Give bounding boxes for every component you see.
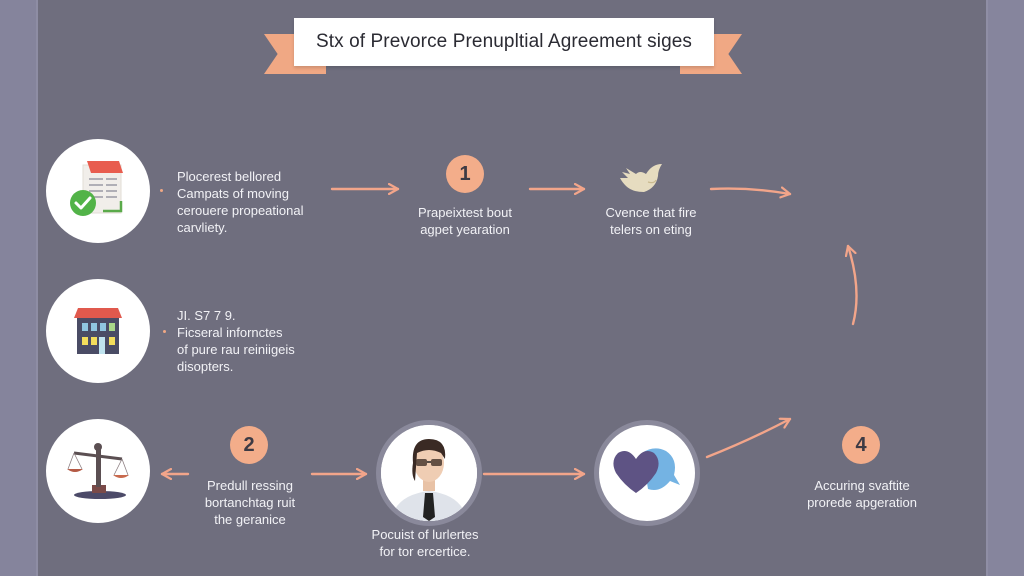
step-4-description: Accuring svaftite prorede apgeration — [792, 477, 932, 511]
scales-of-justice-icon — [67, 443, 129, 499]
text-line: agpet yearation — [420, 222, 510, 237]
text-line: Campats of moving — [177, 186, 289, 201]
text-line: Accuring svaftite — [814, 478, 910, 493]
text-line: prorede apgeration — [807, 495, 917, 510]
text-line: for tor ercertice. — [379, 544, 471, 559]
row2-description: JI. S7 7 9. Ficseral infornctes of pure … — [177, 307, 295, 375]
row1-description: Plocerest bellored Campats of moving cer… — [177, 168, 303, 236]
bullet-dot — [160, 189, 163, 192]
arrow-curve-up — [848, 244, 858, 326]
title-banner: Stx of Prevorce Prenupltial Agreement si… — [294, 18, 714, 66]
document-check-icon — [70, 161, 123, 216]
step-number: 1 — [459, 162, 471, 185]
dove-description: Cvence that fire telers on eting — [586, 204, 716, 238]
text-line: disopters. — [177, 359, 234, 374]
house-icon-circle — [46, 279, 150, 383]
step-2-description: Predull ressing bortanchtag ruit the ger… — [185, 477, 315, 528]
text-line: telers on eting — [610, 222, 692, 237]
heart-chat-icon-circle — [594, 420, 700, 526]
house-icon — [74, 308, 122, 354]
text-line: Pocuist of lurlertes — [371, 527, 479, 542]
step-4-badge: 4 — [842, 426, 880, 464]
dove-icon — [620, 164, 662, 192]
text-line: Predull ressing — [207, 478, 293, 493]
text-line: carvliety. — [177, 220, 228, 235]
bullet-dot — [163, 330, 166, 333]
step-number: 4 — [855, 433, 867, 456]
step-1-description: Prapeixtest bout agpet yearation — [400, 204, 530, 238]
text-line: cerouere propeational — [177, 203, 304, 218]
text-line: of pure rau reiniigeis — [177, 342, 295, 357]
right-side-strip — [986, 0, 1024, 576]
document-icon-circle — [46, 139, 150, 243]
left-side-strip — [0, 0, 38, 576]
main-panel — [38, 0, 986, 576]
step-2-badge: 2 — [230, 426, 268, 464]
text-line: bortanchtag ruit — [204, 495, 296, 510]
text-line: the geranice — [214, 512, 286, 527]
step-number: 2 — [243, 433, 255, 456]
scales-icon-circle — [46, 419, 150, 523]
text-line: Plocerest bellored — [177, 169, 282, 184]
text-line: Ficseral infornctes — [177, 325, 283, 340]
person-portrait-icon — [381, 425, 477, 521]
heart-speech-bubble-icon — [613, 448, 680, 493]
arrow-dove-to-right — [709, 189, 792, 194]
text-line: Prapeixtest bout — [418, 205, 512, 220]
step-1-badge: 1 — [446, 155, 484, 193]
arrow-heart-to-step4 — [705, 419, 792, 459]
person-description: Pocuist of lurlertes for tor ercertice. — [350, 526, 500, 560]
text-line: JI. S7 7 9. — [177, 308, 236, 323]
page-title: Stx of Prevorce Prenupltial Agreement si… — [315, 31, 693, 52]
text-line: Cvence that fire — [605, 205, 697, 220]
person-icon-circle — [376, 420, 482, 526]
